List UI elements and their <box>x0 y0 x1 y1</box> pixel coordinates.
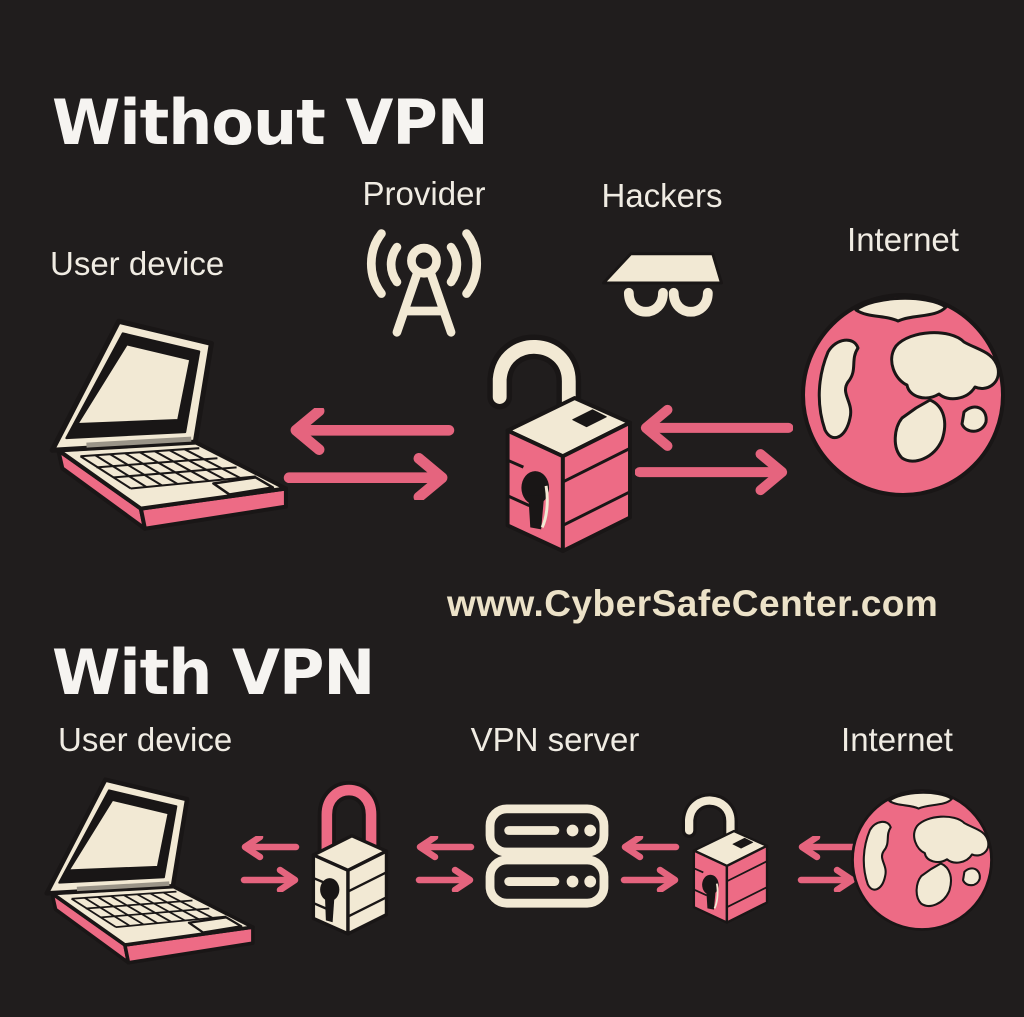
bidirectional-arrows-icon <box>415 836 475 892</box>
label-provider: Provider <box>362 175 486 212</box>
globe-icon <box>849 787 995 933</box>
label-internet: Internet <box>841 721 953 758</box>
section-title-without-vpn: Without VPN <box>52 85 489 159</box>
server-icon <box>482 802 612 912</box>
label-user-device: User device <box>50 245 225 282</box>
label-internet: Internet <box>847 221 959 258</box>
label-hackers: Hackers <box>601 177 723 214</box>
label-user-device: User device <box>58 721 233 758</box>
label-vpn-server: VPN server <box>470 721 640 758</box>
laptop-icon <box>20 770 260 967</box>
bidirectional-arrows-icon <box>797 836 857 892</box>
locked-padlock-icon <box>298 770 398 940</box>
section-title-with-vpn: With VPN <box>52 635 375 709</box>
watermark-url: www.CyberSafeCenter.com <box>447 583 939 624</box>
bidirectional-arrows-icon <box>240 836 300 892</box>
unlocked-padlock-icon <box>662 766 780 944</box>
